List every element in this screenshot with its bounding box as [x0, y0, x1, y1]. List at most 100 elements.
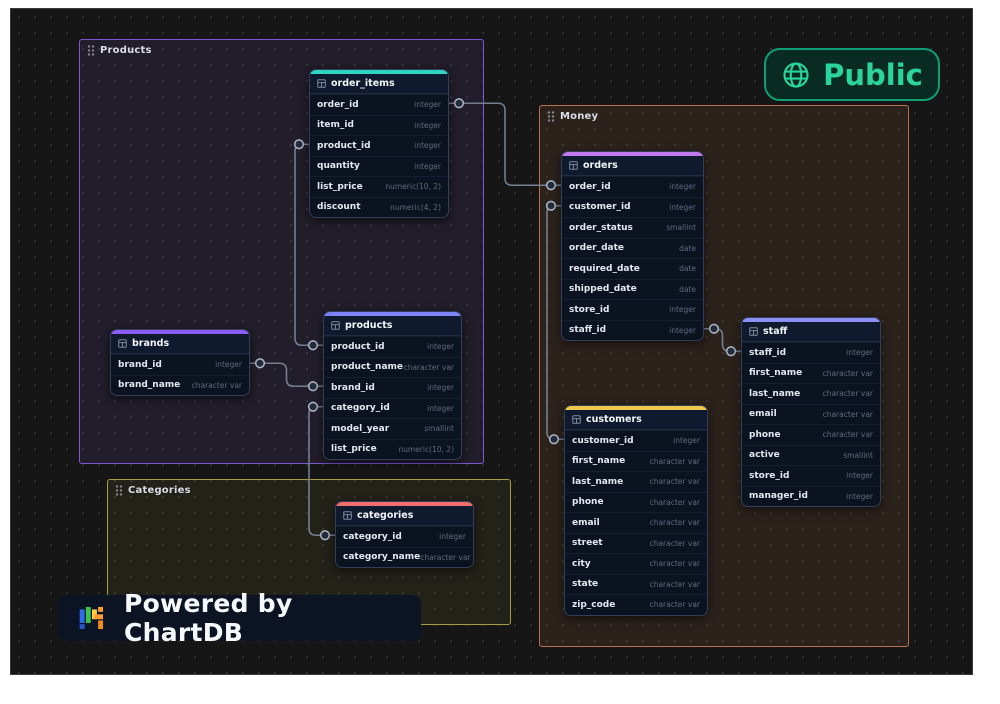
field-type: integer [427, 403, 454, 413]
field-row-email: email character var [565, 512, 707, 533]
field-name: order_date [569, 243, 625, 254]
field-type: integer [414, 120, 441, 130]
field-name: list_price [317, 181, 363, 192]
table-icon [343, 511, 352, 520]
field-type: character var [822, 368, 873, 378]
field-name: order_id [569, 181, 611, 192]
field-name: street [572, 538, 603, 549]
public-badge: Public [764, 48, 940, 101]
field-name: category_id [343, 531, 402, 542]
field-row-brand_name: brand_name character var [111, 374, 249, 396]
table-accent-bar [111, 330, 249, 334]
table-name: orders [583, 160, 618, 171]
chartdb-watermark[interactable]: Powered by ChartDB [58, 589, 421, 647]
field-type: date [679, 284, 696, 294]
field-name: product_name [331, 362, 404, 373]
table-accent-bar [324, 312, 461, 316]
chartdb-logo-icon [79, 606, 104, 630]
area-label: Products [80, 40, 483, 61]
field-type: character var [649, 559, 700, 569]
field-name: product_id [331, 341, 385, 352]
field-row-brand_id: brand_id integer [111, 354, 249, 375]
table-node-brands[interactable]: brands brand_id integer brand_name character… [110, 329, 250, 396]
field-name: last_name [749, 388, 801, 399]
field-name: store_id [569, 304, 610, 315]
field-name: zip_code [572, 599, 616, 610]
table-icon [572, 415, 581, 424]
table-header[interactable]: staff [742, 322, 880, 342]
field-row-item_id: item_id integer [310, 114, 448, 136]
field-type: character var [649, 477, 700, 487]
table-header[interactable]: brands [111, 334, 249, 354]
table-icon [749, 327, 758, 336]
field-type: character var [420, 552, 471, 562]
field-name: last_name [572, 476, 624, 487]
table-accent-bar [562, 152, 703, 156]
field-name: model_year [331, 423, 390, 434]
area-grip-icon [115, 485, 123, 496]
area-grip-icon [87, 45, 95, 56]
field-name: brand_id [118, 359, 162, 370]
field-type: date [679, 264, 696, 274]
field-type: integer [215, 360, 242, 370]
watermark-label: Powered by ChartDB [123, 589, 293, 647]
field-row-category_id: category_id integer [336, 526, 473, 547]
field-type: integer [673, 436, 700, 446]
table-accent-bar [310, 70, 448, 74]
field-name: brand_name [118, 380, 181, 391]
table-header[interactable]: categories [336, 506, 473, 526]
field-type: character var [649, 518, 700, 528]
field-type: numeric(10, 2) [398, 444, 454, 454]
field-type: numeric(4, 2) [390, 202, 441, 212]
table-header[interactable]: customers [565, 410, 707, 430]
table-name: categories [357, 510, 414, 521]
field-name: product_id [317, 140, 371, 151]
table-header[interactable]: products [324, 316, 461, 336]
field-type: character var [649, 456, 700, 466]
field-type: integer [846, 471, 873, 481]
field-type: smallint [666, 223, 696, 233]
field-type: smallint [843, 450, 873, 460]
field-type: character var [822, 430, 873, 440]
field-row-order_date: order_date date [562, 237, 703, 259]
field-name: manager_id [749, 491, 808, 502]
field-name: city [572, 558, 591, 569]
field-type: integer [439, 532, 466, 542]
globe-icon [783, 61, 809, 88]
field-type: character var [822, 389, 873, 399]
field-name: quantity [317, 161, 360, 172]
table-name: order_items [331, 78, 395, 89]
field-name: customer_id [569, 202, 631, 213]
field-name: order_status [569, 222, 633, 233]
area-grip-icon [547, 111, 555, 122]
table-header[interactable]: order_items [310, 74, 448, 94]
field-name: discount [317, 202, 361, 213]
table-accent-bar [565, 406, 707, 410]
field-type: date [679, 243, 696, 253]
table-header[interactable]: orders [562, 156, 703, 176]
field-type: smallint [424, 424, 454, 434]
field-name: email [572, 517, 600, 528]
field-type: character var [191, 380, 242, 390]
field-type: integer [669, 182, 696, 192]
field-name: item_id [317, 120, 354, 131]
